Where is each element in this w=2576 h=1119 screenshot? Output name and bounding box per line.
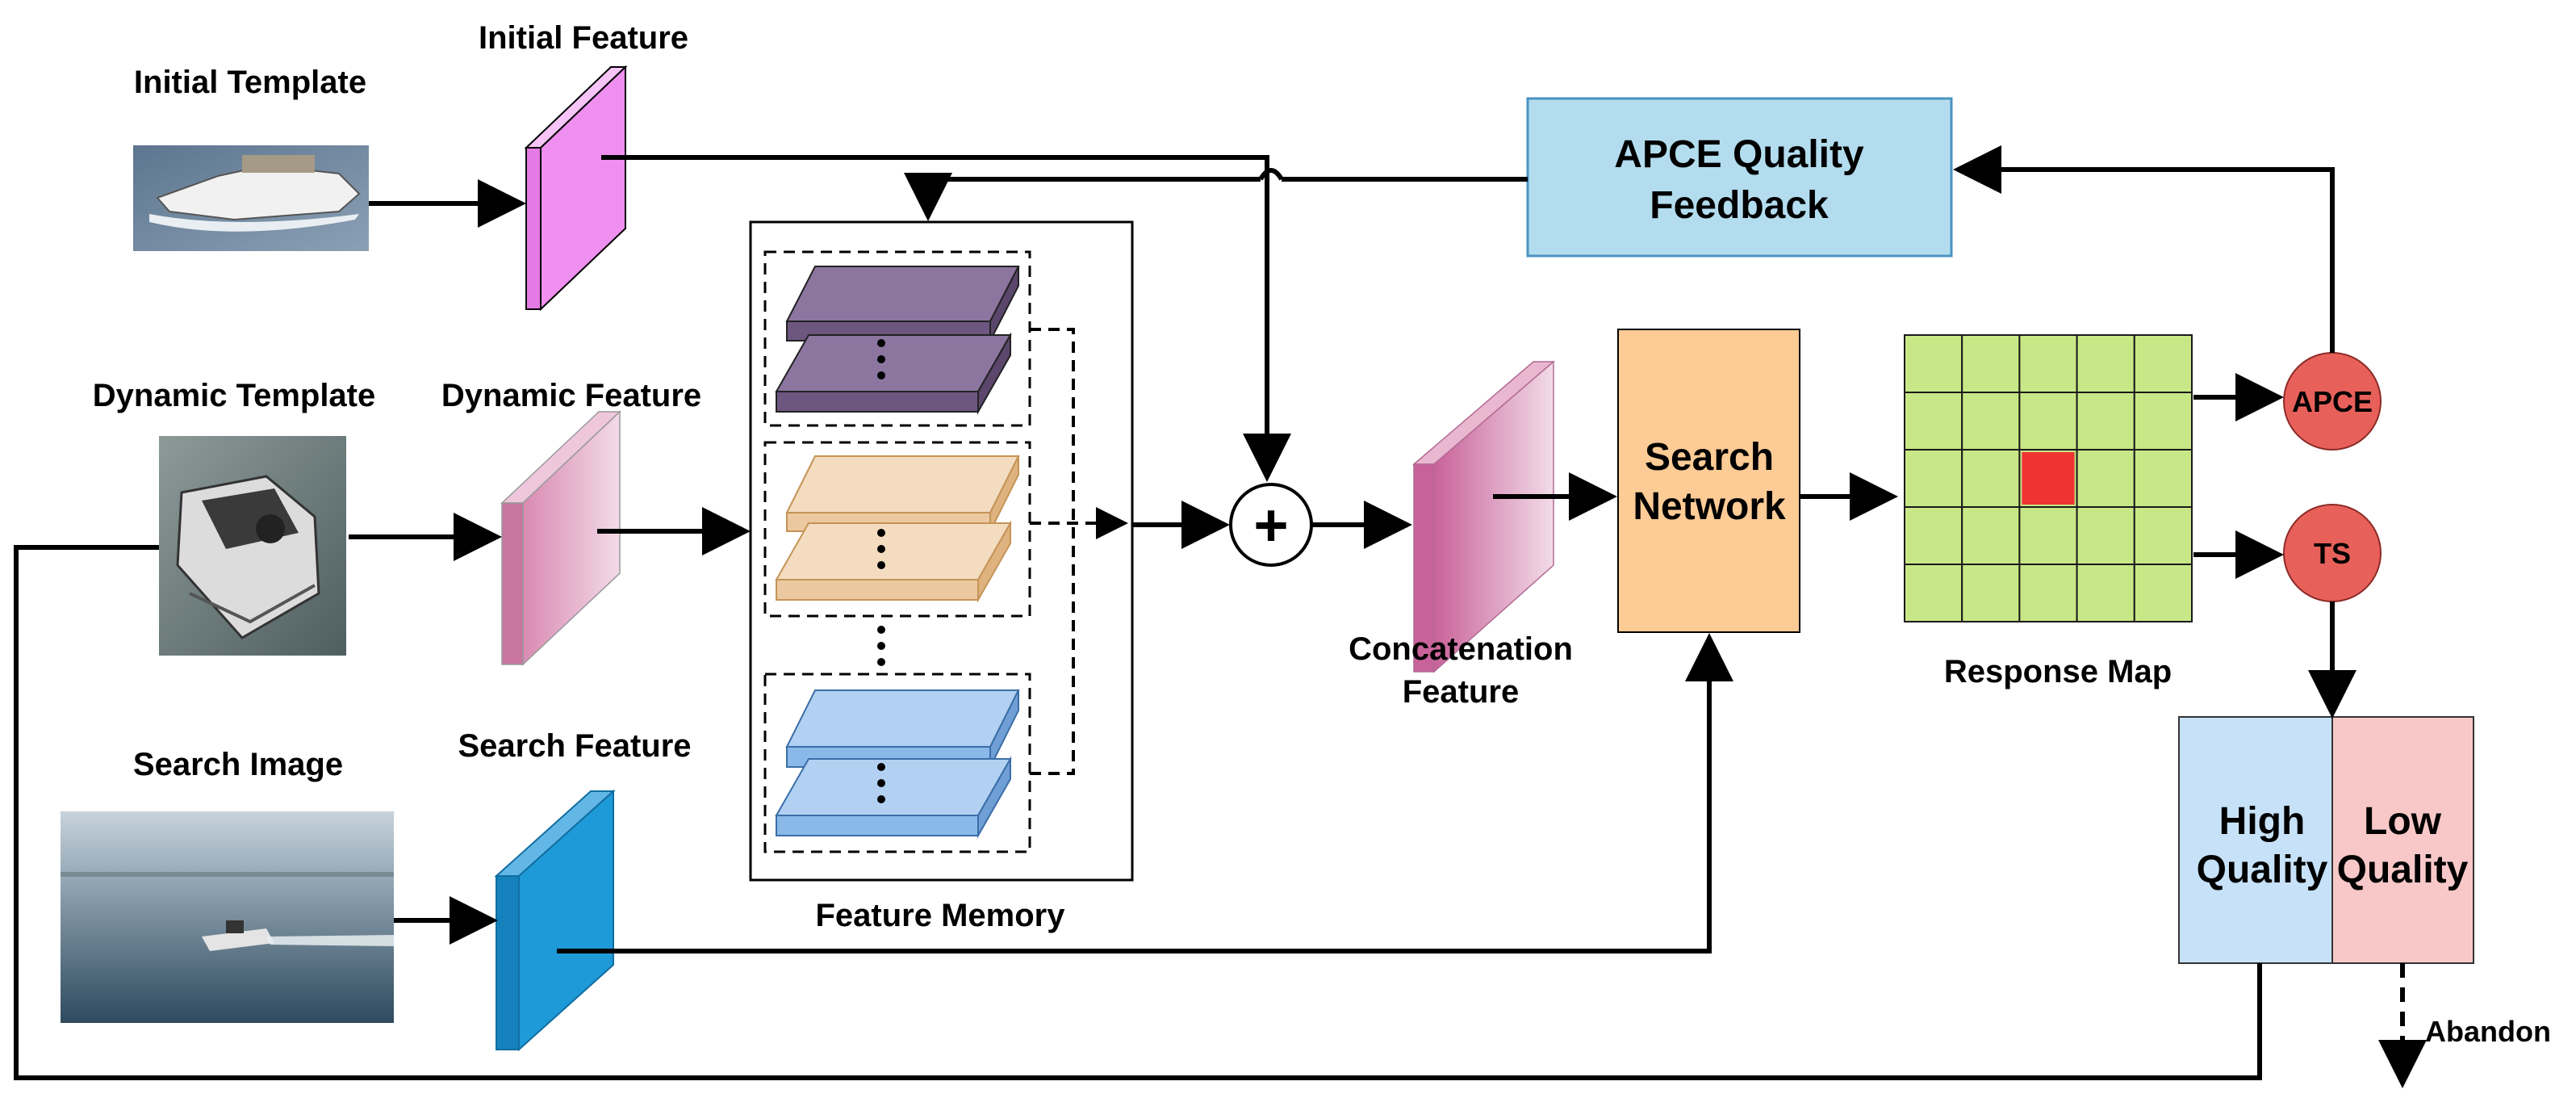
initial-feature-label: Initial Feature [479,20,688,56]
high-quality-label-line2: Quality [2197,849,2328,891]
apce-feedback-label-line1: APCE Quality [1614,133,1864,176]
response-cell [1961,506,2021,565]
response-map-label: Response Map [1944,654,2172,689]
response-cell [1904,334,1963,393]
response-cell [2133,449,2193,508]
high-quality-label-line1: High [2219,800,2306,843]
search-image [61,811,394,1023]
response-map-grid [1904,334,2193,622]
apce-feedback-label-line2: Feedback [1650,184,1829,227]
abandon-label: Abandon [2425,1015,2551,1048]
concatenation-feature-label-line1: Concatenation [1349,631,1573,667]
response-cell [2076,449,2135,508]
response-cell [2018,392,2078,451]
feedback-hop [1258,168,1284,181]
response-cell [2133,334,2193,393]
apce-node-label: APCE [2292,385,2373,418]
response-cell [2076,506,2135,565]
response-cell [1961,392,2021,451]
concatenation-feature-label-line2: Feature [1403,674,1520,710]
response-cell [1904,506,1963,565]
response-cell [1961,334,2021,393]
ts-node-label: TS [2314,537,2351,570]
dynamic-feature-block [500,410,621,666]
response-cell [1961,564,2021,622]
dynamic-feature-label: Dynamic Feature [441,378,701,413]
response-cell [2018,564,2078,622]
memory-group-2 [763,441,1031,618]
response-cell [2133,564,2193,622]
low-quality-box [2331,716,2474,964]
search-network-label-line2: Network [1633,485,1786,528]
response-peak-cell [2022,452,2075,505]
connectors [14,145,2427,1088]
concatenation-feature-block [1411,360,1556,673]
low-quality-label-line2: Quality [2337,849,2469,891]
memory-slab-orange-bottom [775,520,1012,603]
response-cell [1904,449,1963,508]
search-feature-block [494,789,616,1052]
memory-slab-orange-top [785,455,1020,532]
search-network-box [1617,329,1800,633]
response-cell [2076,392,2135,451]
response-cell [1904,564,1963,622]
feature-memory [749,220,1134,882]
response-cell [2018,334,2078,393]
search-image-label: Search Image [133,747,343,782]
arrow-apce-to-feedback [1953,145,2335,353]
initial-feature-block [524,65,628,312]
response-cell [2133,392,2193,451]
low-quality-label-line1: Low [2364,800,2442,843]
memory-slab-blue-top [785,689,1020,768]
memory-group-1 [763,250,1031,427]
search-network-label-line1: Search [1645,436,1774,479]
dynamic-template-image [159,436,346,656]
memory-slab-purple-bottom [775,332,1012,415]
arrow-initial-feature-to-sum [601,155,1291,482]
memory-slab-purple-top [785,266,1020,342]
memory-slab-blue-bottom [775,756,1012,839]
memory-group-3 [763,673,1031,853]
arrow-feedback-to-memory [904,173,1261,221]
response-cell [1961,449,2021,508]
response-cell [2076,334,2135,393]
arrow-search-feature-to-network [557,633,1733,953]
high-quality-box [2178,716,2333,964]
response-cell [1904,392,1963,451]
plus-icon: + [1253,492,1288,559]
apce-quality-feedback-box [1526,97,1953,258]
high-quality-feedback-loop [14,545,2262,1080]
search-feature-label: Search Feature [458,728,691,764]
initial-template-label: Initial Template [134,65,366,100]
feature-memory-label: Feature Memory [816,898,1066,933]
dynamic-template-label: Dynamic Template [93,378,376,413]
response-cell [2133,506,2193,565]
initial-template-image [133,145,369,251]
response-cell [2076,564,2135,622]
response-cell [2018,506,2078,565]
